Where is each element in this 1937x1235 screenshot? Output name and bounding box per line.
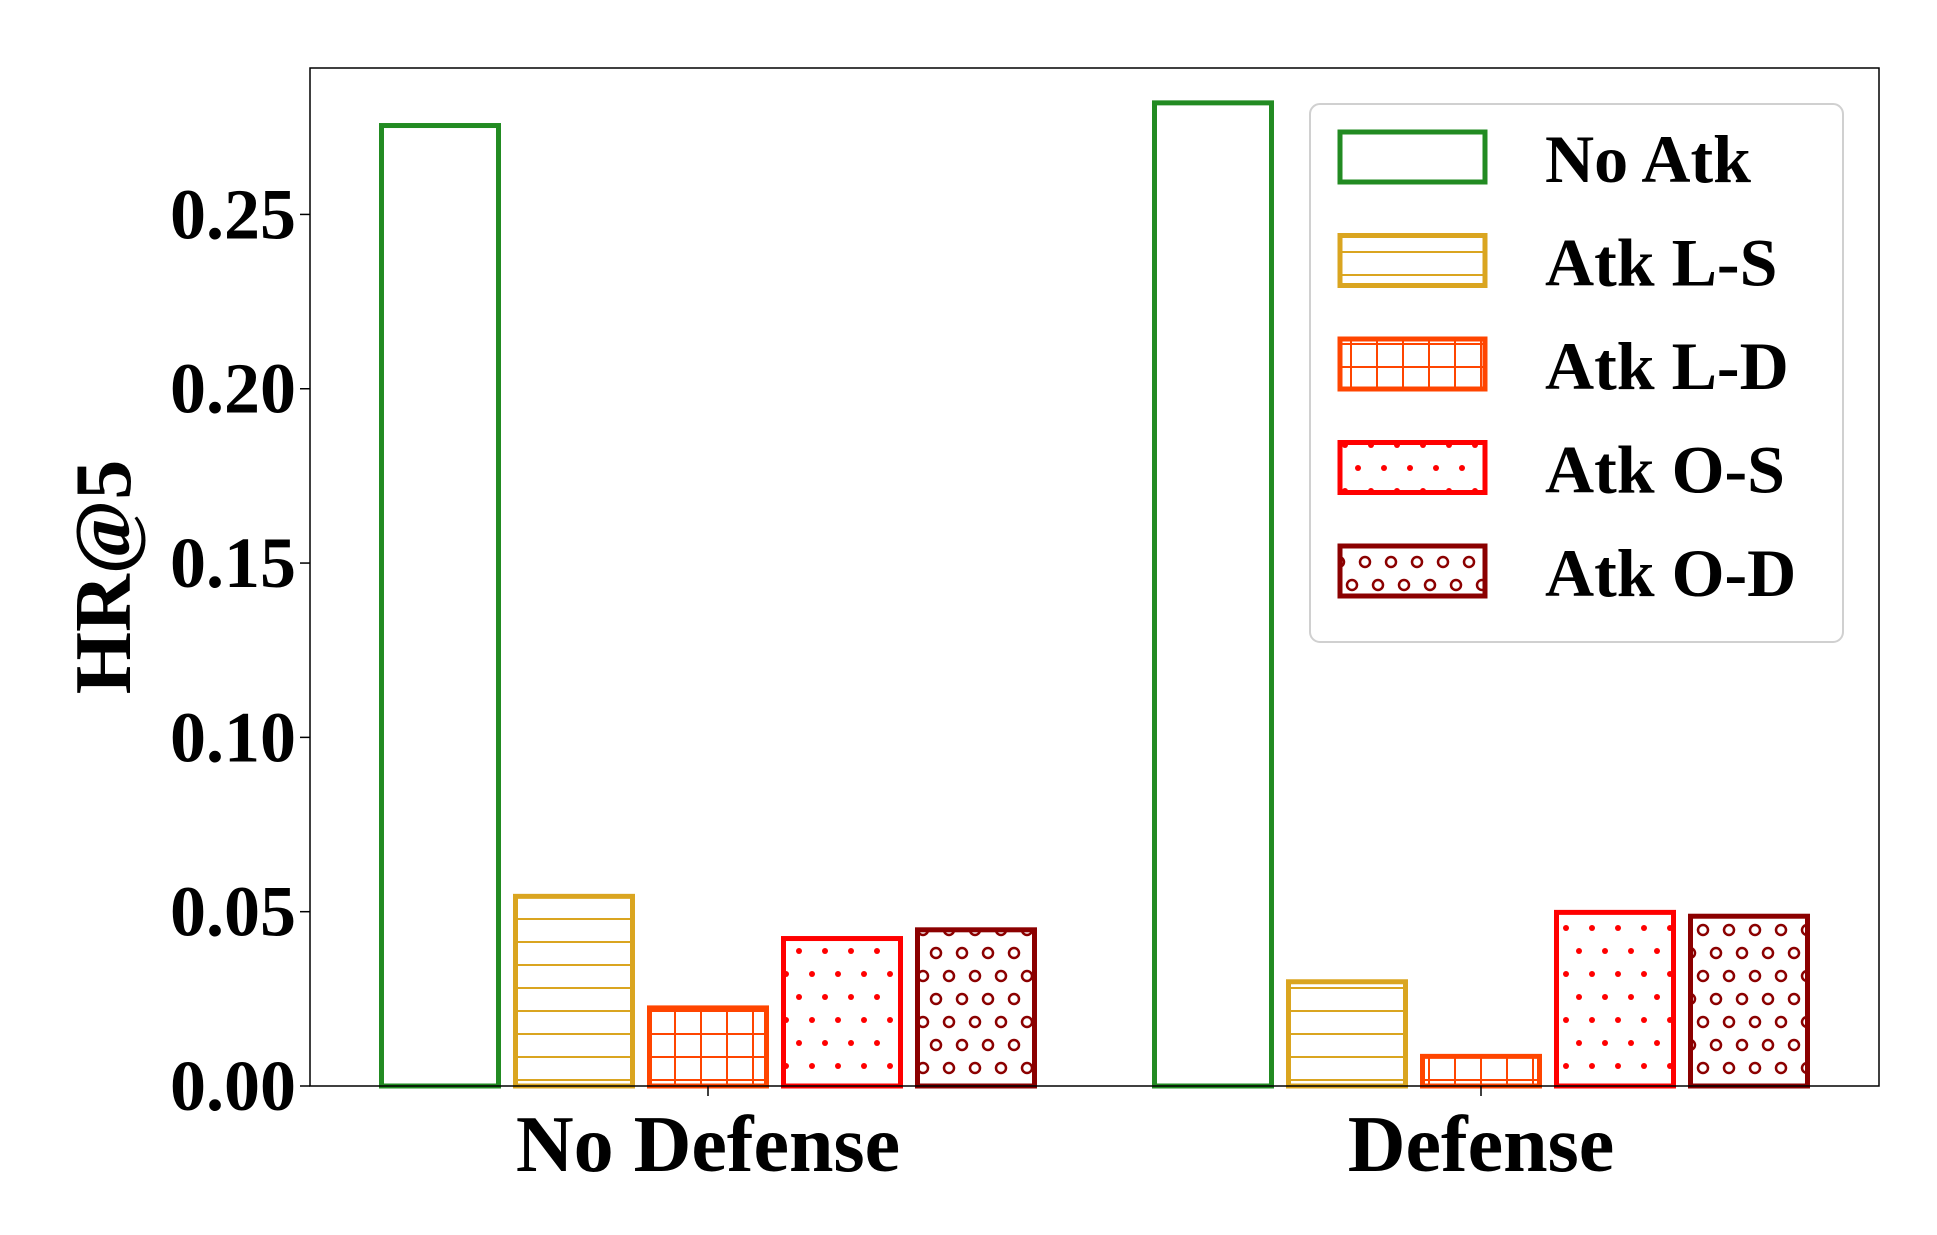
bar-atk-l-s-no-defense [513,893,635,1089]
y-axis: 0.00 0.05 0.10 0.15 0.20 0.25 [170,174,310,1126]
bar-no-atk-defense [1152,100,1274,1089]
plot-frame [309,67,1880,1087]
bar-atk-o-d-no-defense [915,927,1037,1089]
legend-swatch [1337,336,1488,392]
legend-swatch [1337,543,1488,599]
y-tick-label: 0.25 [170,174,296,254]
bar-atk-o-s-defense [1554,909,1676,1089]
x-axis: No Defense Defense [516,1086,1614,1189]
legend-label: No Atk [1545,121,1751,197]
bar-atk-o-d-defense [1688,913,1810,1089]
y-axis-label: HR@5 [60,460,148,694]
legend-label: Atk L-D [1545,328,1789,404]
legend-swatch [1337,129,1488,185]
y-tick-label: 0.00 [170,1046,296,1126]
legend-swatch [1337,233,1488,288]
bar-atk-l-s-defense [1286,979,1408,1089]
bar-atk-l-d-no-defense [647,1005,769,1089]
x-tick-label: Defense [1348,1101,1615,1189]
legend-swatch [1337,440,1488,495]
y-tick-label: 0.15 [170,523,296,603]
bar-no-atk-no-defense [379,123,501,1089]
bars-layer [379,100,1810,1089]
y-tick-label: 0.10 [170,697,296,777]
y-tick-label: 0.20 [170,349,296,429]
bar-atk-l-d-defense [1420,1053,1542,1089]
y-tick-label: 0.05 [170,872,296,952]
x-tick-label: No Defense [516,1101,900,1189]
bar-atk-o-s-no-defense [781,936,903,1089]
legend-label: Atk O-D [1545,535,1796,611]
legend-label: Atk O-S [1545,432,1785,508]
legend-label: Atk L-S [1545,225,1777,301]
